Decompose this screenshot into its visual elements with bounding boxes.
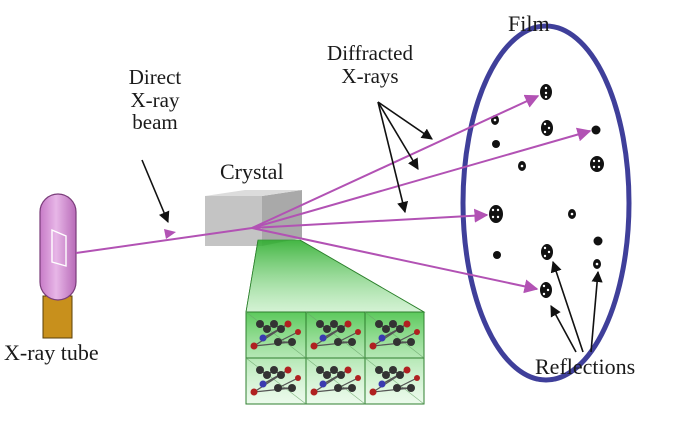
diffracted-label-line: Diffracted — [327, 41, 413, 65]
molecule — [250, 320, 301, 350]
reflection-spot — [493, 251, 501, 259]
reflection-spot — [591, 125, 601, 135]
xray-tube-glass — [39, 193, 77, 301]
molecule — [310, 320, 361, 350]
reflections-pointer — [550, 260, 584, 353]
xray-tube-label: X-ray tube — [4, 340, 99, 365]
molecule — [369, 366, 420, 396]
diffracted-pointer — [377, 101, 433, 140]
diffracted-beam — [251, 208, 489, 229]
reflection-spot — [541, 244, 553, 260]
direct-label-line: beam — [132, 110, 178, 135]
reflection-spot — [593, 259, 601, 269]
reflection-spot — [489, 205, 503, 223]
direct-label-line: X-ray — [130, 87, 180, 112]
reflections-pointer — [590, 270, 603, 353]
film-label: Film — [508, 11, 550, 36]
reflection-spot — [541, 120, 553, 136]
xray-tube-filament-icon — [51, 228, 67, 267]
molecule — [369, 320, 420, 350]
reflection-spot — [518, 161, 526, 171]
direct-label-line: Direct — [128, 65, 182, 89]
crystal-label: Crystal — [220, 159, 284, 184]
diffracted-pointer — [377, 101, 409, 214]
reflection-spot — [540, 282, 552, 298]
reflections-label: Reflections — [535, 354, 636, 379]
diffracted-beam — [251, 94, 540, 229]
xray-tube — [39, 193, 77, 339]
molecule — [310, 366, 361, 396]
diffracted-pointer — [377, 101, 419, 170]
lattice-projection — [245, 239, 426, 313]
reflections-pointer — [550, 305, 577, 353]
reflection-spot — [590, 156, 604, 172]
film-ring — [460, 23, 632, 383]
diffracted-xrays-label: Diffracted X-rays — [300, 42, 440, 87]
unit-cell-lattice — [245, 311, 425, 405]
direct-beam — [75, 227, 253, 254]
reflection-spots — [489, 84, 604, 298]
direct-beam-arrow-icon — [164, 229, 176, 239]
diffracted-label-line: X-rays — [341, 63, 399, 88]
direct-beam-label: Direct X-ray beam — [100, 66, 210, 134]
reflection-spot — [568, 209, 576, 219]
xray-tube-base — [42, 295, 73, 339]
diffracted-beam — [251, 227, 539, 294]
reflection-spot — [593, 236, 603, 246]
diffracted-beams — [251, 94, 592, 294]
molecule-group — [250, 320, 420, 396]
reflection-spot — [492, 140, 500, 148]
molecule — [250, 366, 301, 396]
direct-beam-pointer — [141, 159, 170, 224]
diffracted-beam — [251, 127, 592, 229]
pointer-arrows — [141, 101, 603, 353]
reflection-spot — [540, 84, 552, 100]
